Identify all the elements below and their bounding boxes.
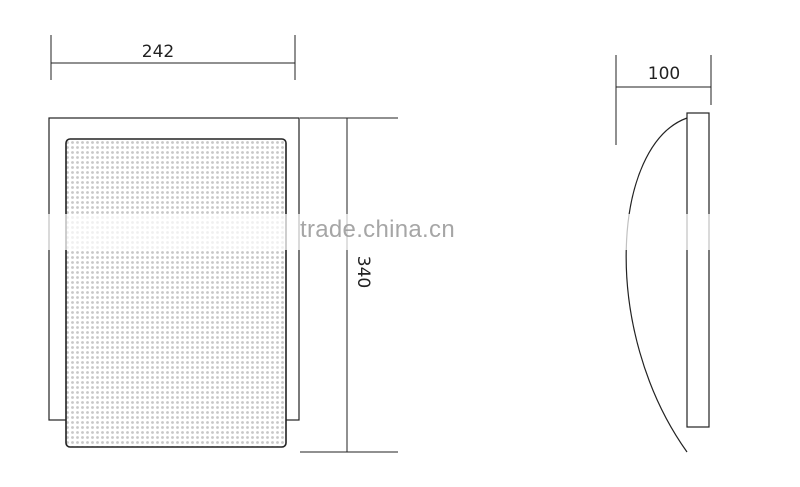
- width-label: 242: [142, 42, 174, 62]
- width-dimension: [50, 35, 296, 80]
- depth-dimension: [615, 55, 712, 145]
- lens-profile: [625, 117, 688, 453]
- depth-label: 100: [648, 64, 680, 84]
- side-view: 100: [615, 55, 712, 453]
- height-dimension: [300, 117, 398, 453]
- diffuser-panel: [65, 138, 287, 448]
- back-plate: [686, 112, 710, 428]
- watermark-band: [0, 214, 800, 250]
- watermark: trade.china.cn: [300, 216, 455, 243]
- height-label: 340: [353, 256, 373, 288]
